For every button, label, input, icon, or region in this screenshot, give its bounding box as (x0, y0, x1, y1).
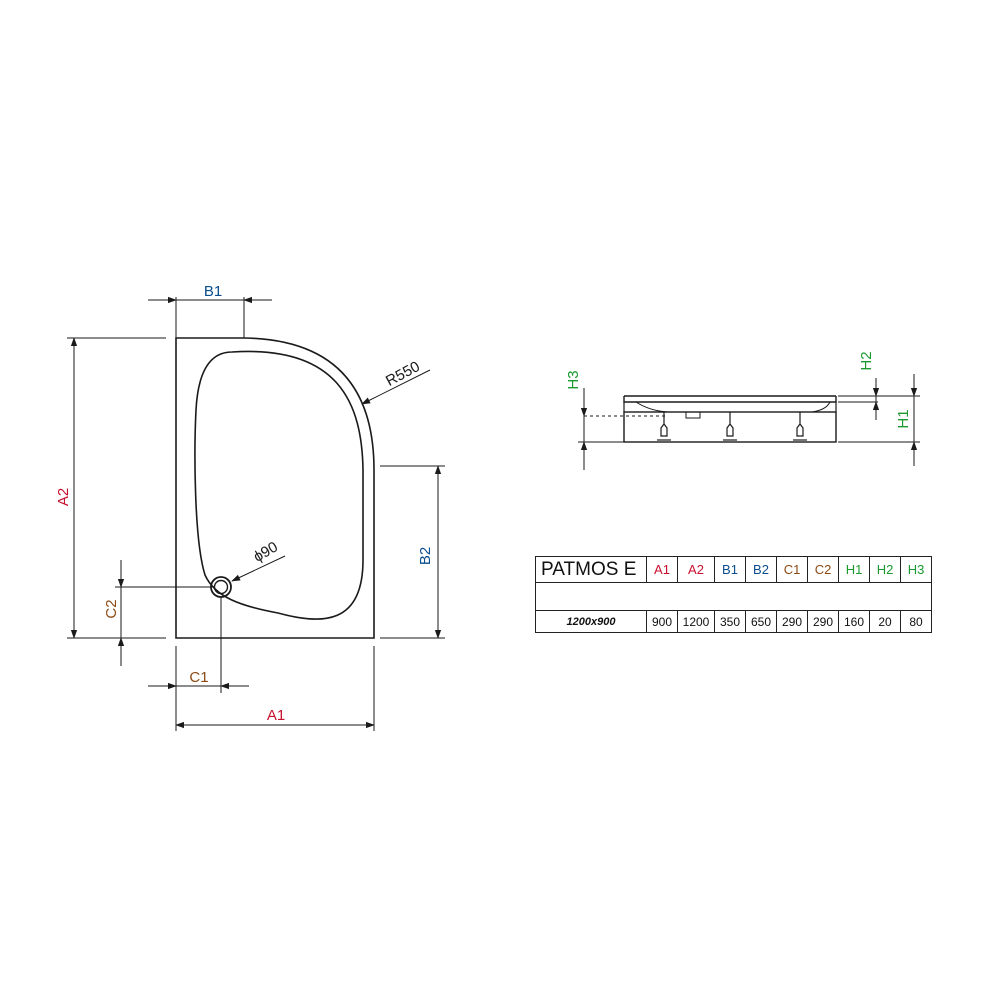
tray-outline (175, 337, 375, 639)
drain-inner (213, 579, 229, 595)
label-a2: A2 (55, 488, 72, 506)
header-a1: A1 (646, 556, 678, 583)
header-h3: H3 (900, 556, 932, 583)
table-blank-row (535, 582, 932, 611)
diameter-leader (231, 555, 286, 582)
label-c1: C1 (189, 669, 208, 686)
r550-leader (361, 369, 431, 405)
value-b2: 650 (745, 610, 777, 633)
header-c2: C2 (807, 556, 839, 583)
side-view (578, 374, 920, 470)
label-diameter: ϕ90 (251, 538, 281, 565)
header-h2: H2 (869, 556, 901, 583)
header-b1: B1 (714, 556, 746, 583)
plan-view (67, 296, 445, 731)
value-h2: 20 (869, 610, 901, 633)
header-b2: B2 (745, 556, 777, 583)
value-h1: 160 (838, 610, 870, 633)
label-h2: H2 (858, 351, 875, 370)
header-c1: C1 (776, 556, 808, 583)
value-c1: 290 (776, 610, 808, 633)
side-tray-basin (635, 401, 831, 413)
model-name: PATMOS E (535, 556, 647, 583)
label-a1: A1 (267, 707, 285, 724)
value-h3: 80 (900, 610, 932, 633)
value-a1: 900 (646, 610, 678, 633)
value-a2: 1200 (677, 610, 715, 633)
table-blank-cell (535, 582, 932, 611)
plan-labels: B1 A2 R550 B2 ϕ90 C2 C1 A1 (55, 283, 434, 724)
size-cell: 1200x900 (535, 610, 647, 633)
label-r550: R550 (383, 358, 423, 390)
header-a2: A2 (677, 556, 715, 583)
label-c2: C2 (103, 599, 120, 618)
label-b2: B2 (417, 547, 434, 565)
side-labels: H3 H2 H1 (565, 351, 912, 428)
header-h1: H1 (838, 556, 870, 583)
spec-table: PATMOS E A1 A2 B1 B2 C1 C2 H1 H2 H3 1200… (535, 556, 932, 633)
side-tray-body (623, 396, 837, 403)
dimension-lines (70, 296, 442, 729)
value-c2: 290 (807, 610, 839, 633)
table-row: 1200x900 900 1200 350 650 290 290 160 20… (535, 610, 932, 633)
label-h1: H1 (895, 409, 912, 428)
side-legs (657, 412, 807, 441)
label-b1: B1 (204, 283, 222, 300)
label-h3: H3 (565, 370, 582, 389)
tray-basin (194, 350, 364, 620)
extension-lines (67, 297, 445, 731)
value-b1: 350 (714, 610, 746, 633)
table-header-row: PATMOS E A1 A2 B1 B2 C1 C2 H1 H2 H3 (535, 556, 932, 583)
